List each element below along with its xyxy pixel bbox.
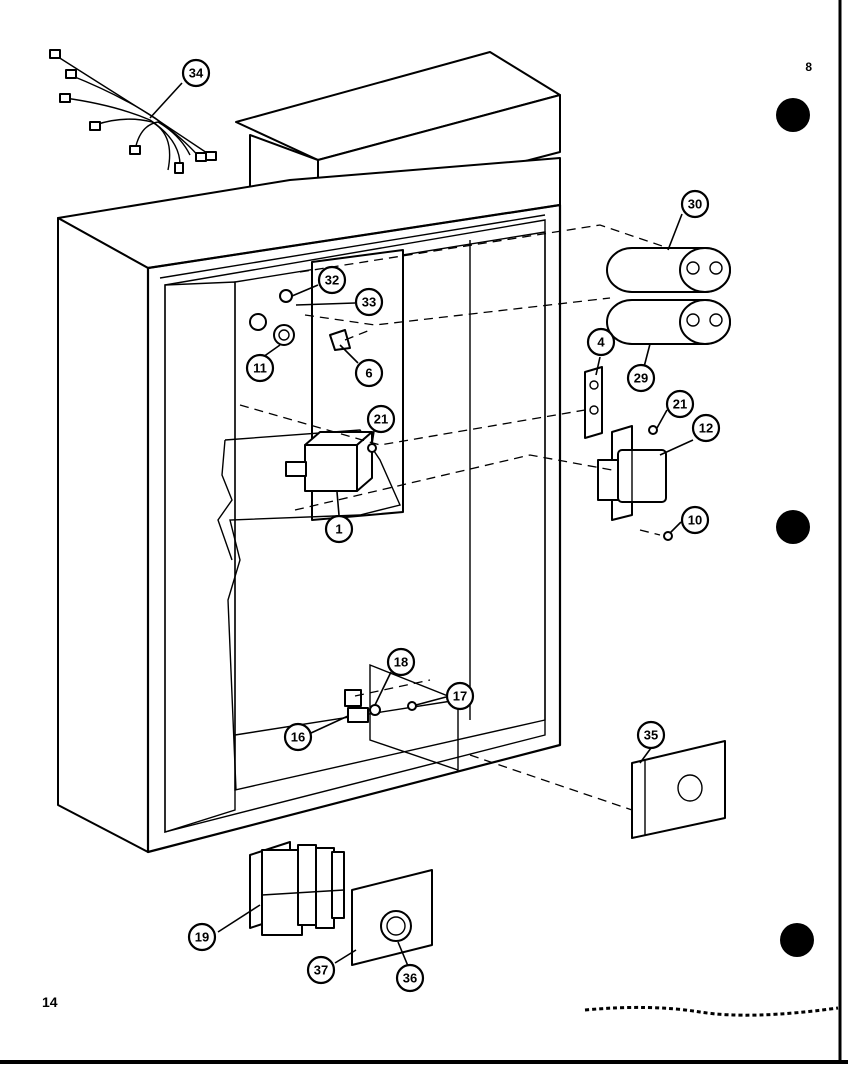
svg-text:4: 4 xyxy=(597,335,605,350)
svg-text:19: 19 xyxy=(195,930,209,945)
wiring-harness xyxy=(49,49,217,174)
callout-29: 29 xyxy=(626,363,656,393)
callout-19: 19 xyxy=(187,922,217,952)
clip xyxy=(329,329,351,351)
page-number: 14 xyxy=(42,994,58,1010)
binder-hole-middle xyxy=(776,510,810,544)
screw-10 xyxy=(663,531,673,541)
svg-text:10: 10 xyxy=(688,513,702,528)
grommet-inner xyxy=(278,329,290,341)
svg-text:18: 18 xyxy=(394,655,408,670)
callout-36: 36 xyxy=(395,963,425,993)
screw-21a xyxy=(367,443,377,453)
callout-17: 17 xyxy=(445,681,475,711)
callout-16: 16 xyxy=(283,722,313,752)
callout-21-transformer: 21 xyxy=(665,389,695,419)
svg-text:34: 34 xyxy=(189,66,204,81)
callout-18: 18 xyxy=(386,647,416,677)
terminal-board xyxy=(584,366,603,439)
guide-lines xyxy=(239,224,669,811)
svg-text:16: 16 xyxy=(291,730,305,745)
screw-21b xyxy=(648,425,658,435)
capacitor-29 xyxy=(606,299,731,345)
svg-text:35: 35 xyxy=(644,728,658,743)
callout-4: 4 xyxy=(586,327,616,357)
callout-33: 33 xyxy=(354,287,384,317)
cover-plate-35 xyxy=(631,740,726,839)
callout-11: 11 xyxy=(245,353,275,383)
capacitor-30 xyxy=(606,247,731,293)
svg-text:21: 21 xyxy=(673,397,687,412)
relay xyxy=(285,431,373,492)
cabinet-housing xyxy=(57,51,562,854)
contactor xyxy=(249,841,345,936)
corner-mark: 8 xyxy=(805,60,812,74)
leader-lines xyxy=(149,82,694,967)
callout-1: 1 xyxy=(324,514,354,544)
binder-hole-top xyxy=(776,98,810,132)
svg-text:33: 33 xyxy=(362,295,376,310)
svg-text:37: 37 xyxy=(314,963,328,978)
limit-switch xyxy=(344,689,417,723)
svg-text:1: 1 xyxy=(335,522,342,537)
access-panel xyxy=(351,869,433,966)
svg-text:12: 12 xyxy=(699,421,713,436)
callout-30: 30 xyxy=(680,189,710,219)
svg-text:11: 11 xyxy=(253,361,267,376)
svg-text:36: 36 xyxy=(403,971,417,986)
scan-artifact xyxy=(584,1005,839,1017)
svg-text:30: 30 xyxy=(688,197,702,212)
grommet xyxy=(273,324,295,346)
svg-text:21: 21 xyxy=(374,412,388,427)
nut xyxy=(279,289,293,303)
transformer xyxy=(597,425,667,521)
callout-21-relay: 21 xyxy=(366,404,396,434)
binder-hole-bottom xyxy=(780,923,814,957)
callout-6: 6 xyxy=(354,358,384,388)
svg-text:29: 29 xyxy=(634,371,648,386)
svg-text:32: 32 xyxy=(325,273,339,288)
callout-12: 12 xyxy=(691,413,721,443)
callout-35: 35 xyxy=(636,720,666,750)
callout-10: 10 xyxy=(680,505,710,535)
svg-text:6: 6 xyxy=(365,366,372,381)
callout-34: 34 xyxy=(181,58,211,88)
svg-text:17: 17 xyxy=(453,689,467,704)
callout-32: 32 xyxy=(317,265,347,295)
callout-37: 37 xyxy=(306,955,336,985)
hole-plug xyxy=(249,313,267,331)
